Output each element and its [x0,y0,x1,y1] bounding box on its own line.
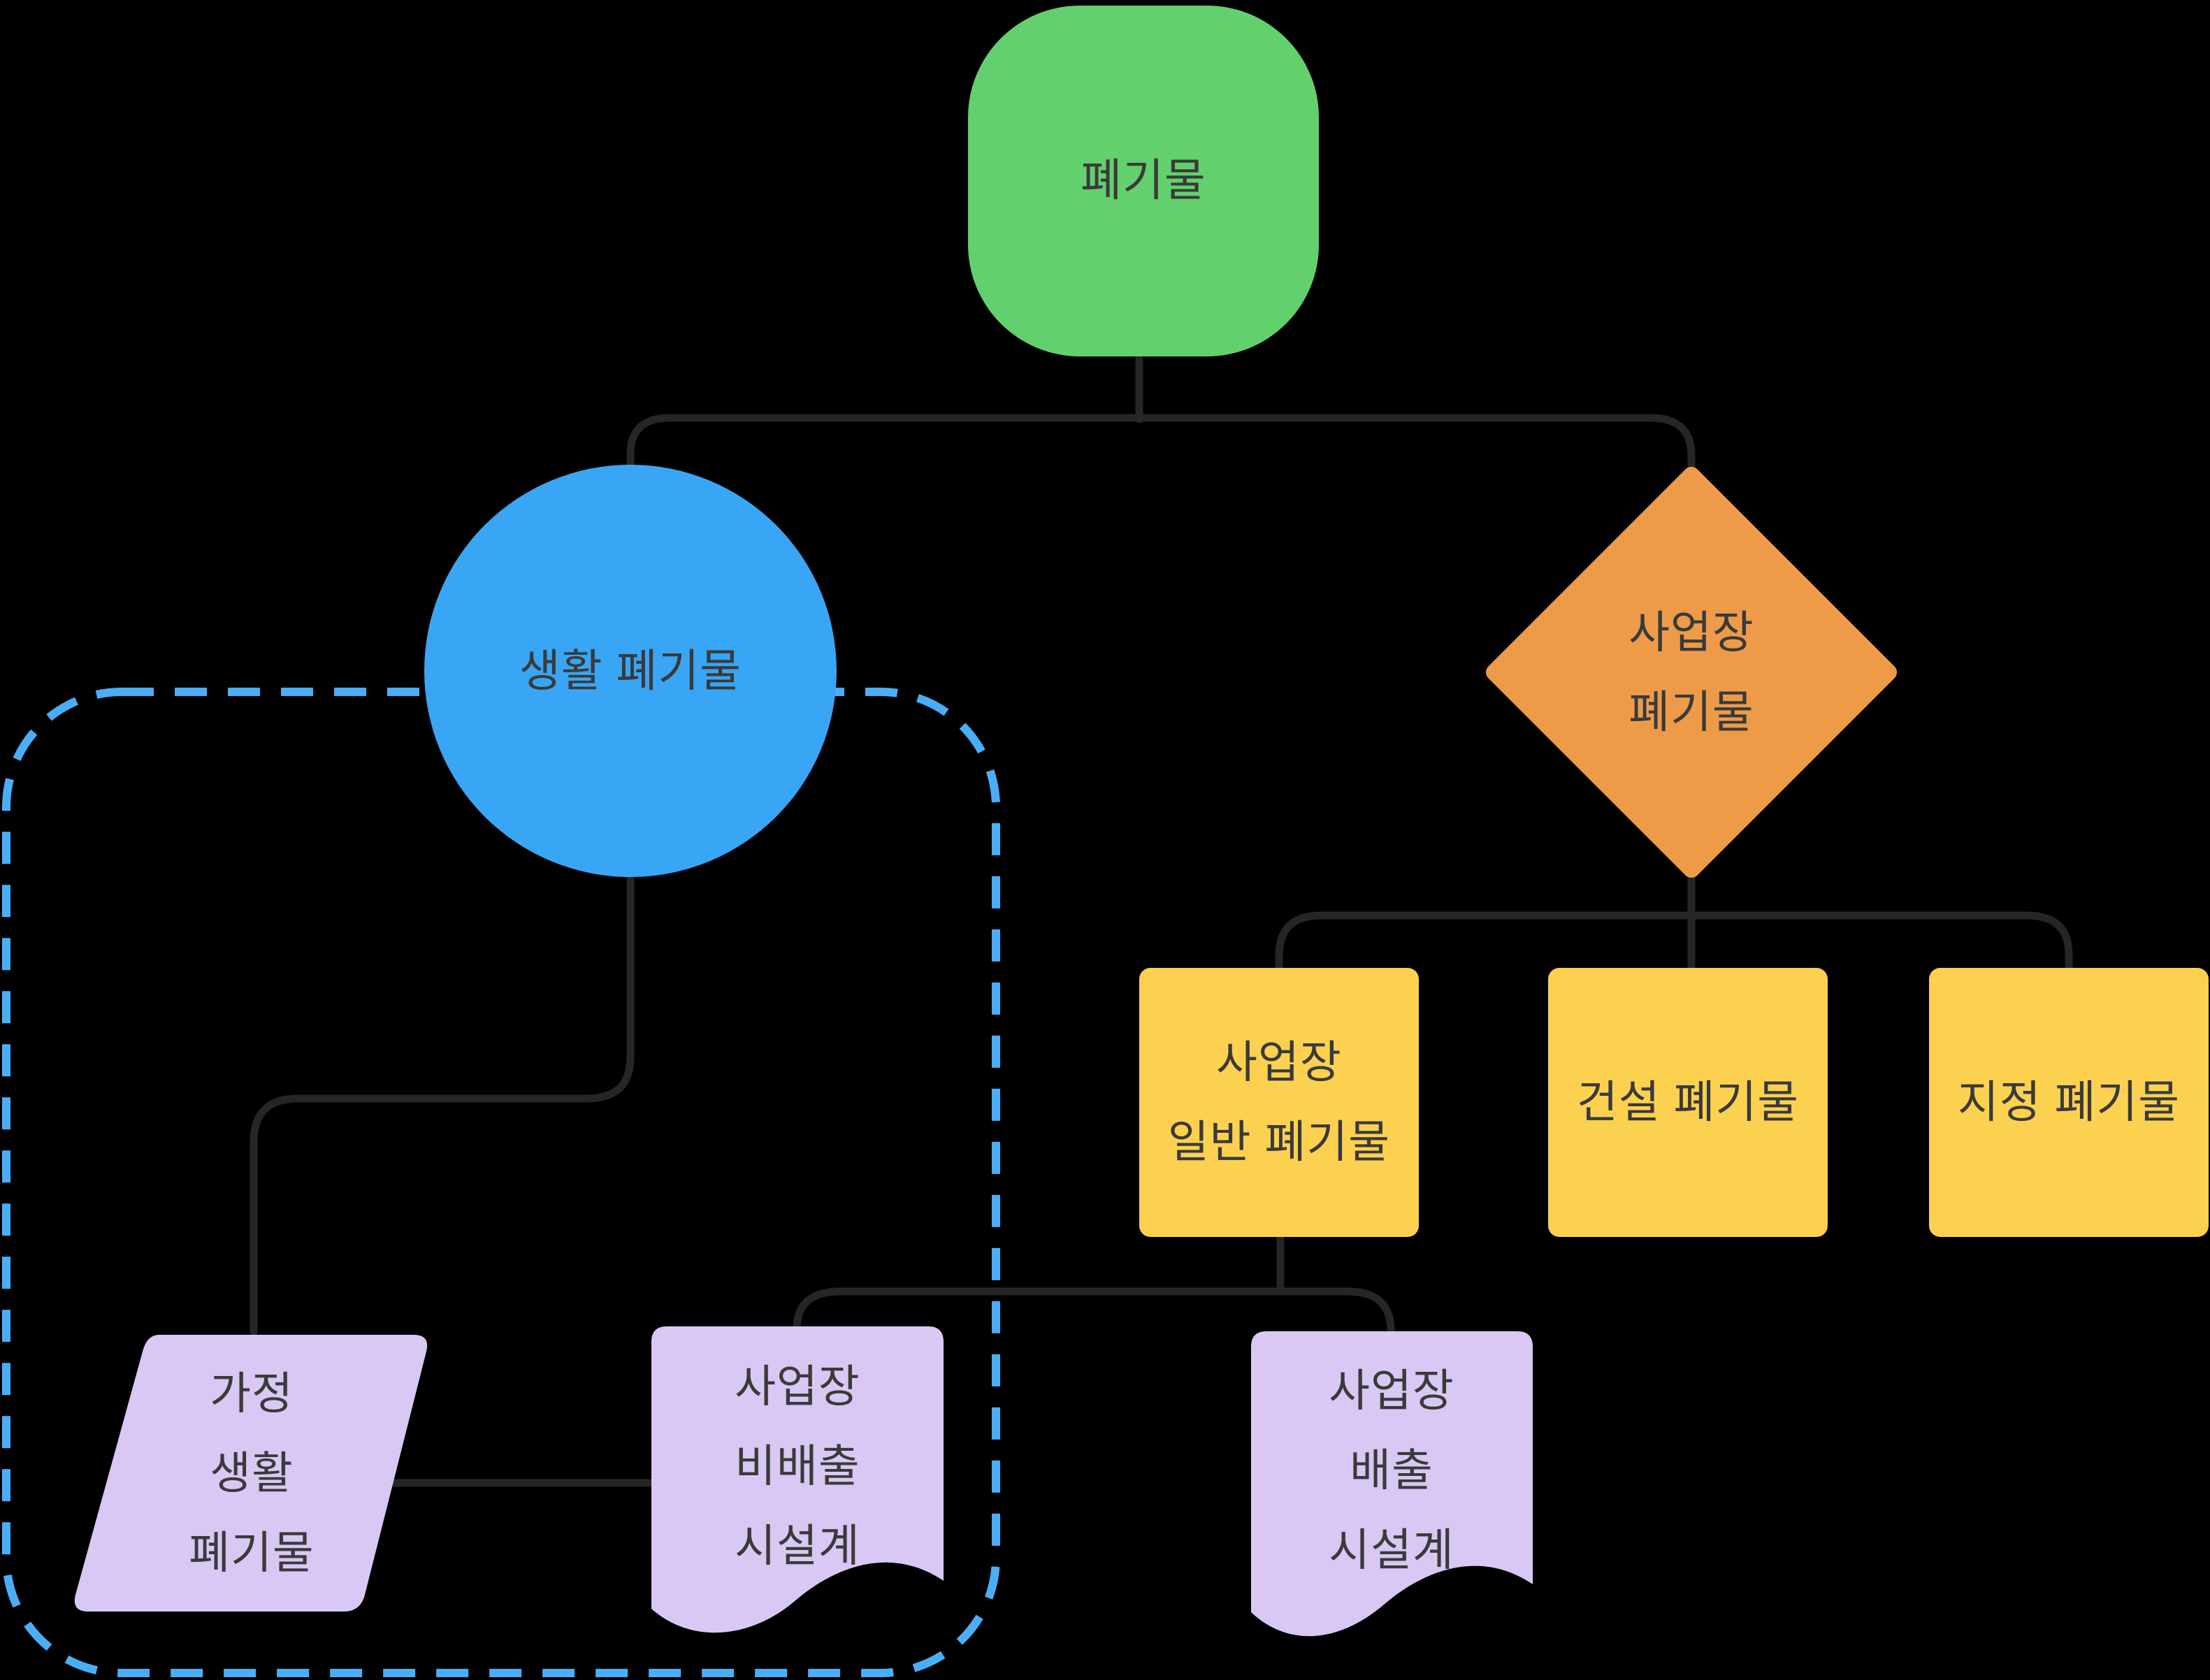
workplace-general-waste-node-shape [1139,968,1419,1237]
household-waste-node-shape [424,465,837,877]
construction-waste-node-shape [1548,968,1828,1237]
connector-generalwaste-to-documents [793,1287,1395,1335]
workplace-non-discharge-document-shape [651,1326,944,1633]
designated-waste-node-shape [1929,968,2209,1237]
connector-circle-to-parallelogram [250,871,635,1336]
connector-group [250,349,2073,1487]
workplace-waste-diamond-shape [1486,467,1897,878]
root-node-shape [968,6,1319,356]
connector-root-branches [626,414,1696,478]
workplace-discharge-document-shape [1251,1331,1533,1637]
connector-diamond-branches [1275,911,2073,974]
home-household-waste-parallelogram-shape [74,1335,428,1612]
